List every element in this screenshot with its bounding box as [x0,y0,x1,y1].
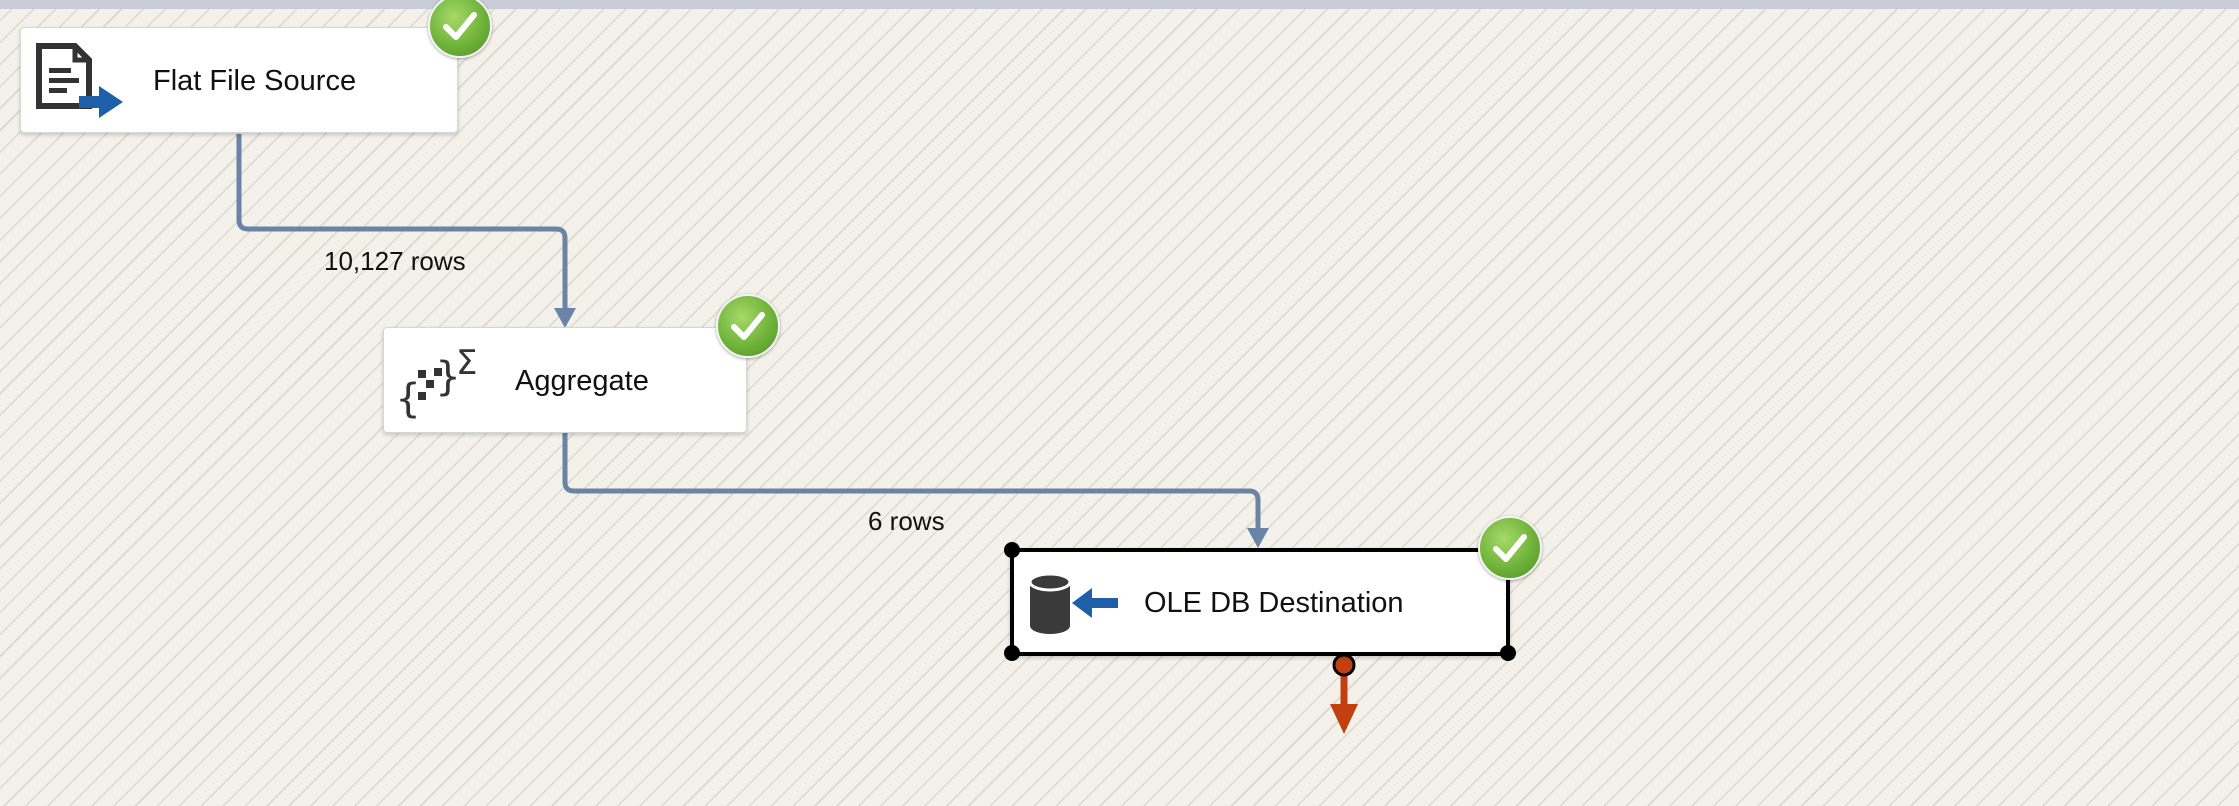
svg-text:{: { [396,376,420,422]
success-check-icon [428,0,492,58]
component-label: Flat File Source [153,65,357,97]
component-flat-file-source[interactable]: Flat File Source [20,27,458,133]
selection-handle-top-left[interactable] [1004,542,1020,558]
component-aggregate[interactable]: { } Σ Aggregate [383,327,747,433]
path-flat-file-to-aggregate[interactable] [236,134,568,310]
component-label: OLE DB Destination [1144,587,1404,619]
error-output-arrowhead [1330,704,1358,734]
path-row-count-label: 10,127 rows [324,246,466,276]
aggregate-icon: { } Σ [396,340,488,422]
svg-text:}: } [436,354,460,400]
svg-text:Σ: Σ [456,343,477,383]
path-arrowhead-aggregate [554,308,576,328]
flat-file-source-icon [35,42,125,120]
top-border [0,0,2239,9]
success-check-icon [1478,516,1542,580]
error-output-connector[interactable] [1332,653,1356,677]
ole-db-destination-icon [1028,572,1124,640]
selection-handle-bottom-left[interactable] [1004,645,1020,661]
path-row-count-label: 6 rows [868,506,945,536]
success-check-icon [716,294,780,358]
path-aggregate-to-ole-db[interactable] [562,433,1261,530]
component-ole-db-destination[interactable]: OLE DB Destination [1010,548,1510,656]
component-label: Aggregate [515,365,649,397]
selection-handle-bottom-right[interactable] [1500,645,1516,661]
path-arrowhead-ole-db [1247,528,1269,548]
